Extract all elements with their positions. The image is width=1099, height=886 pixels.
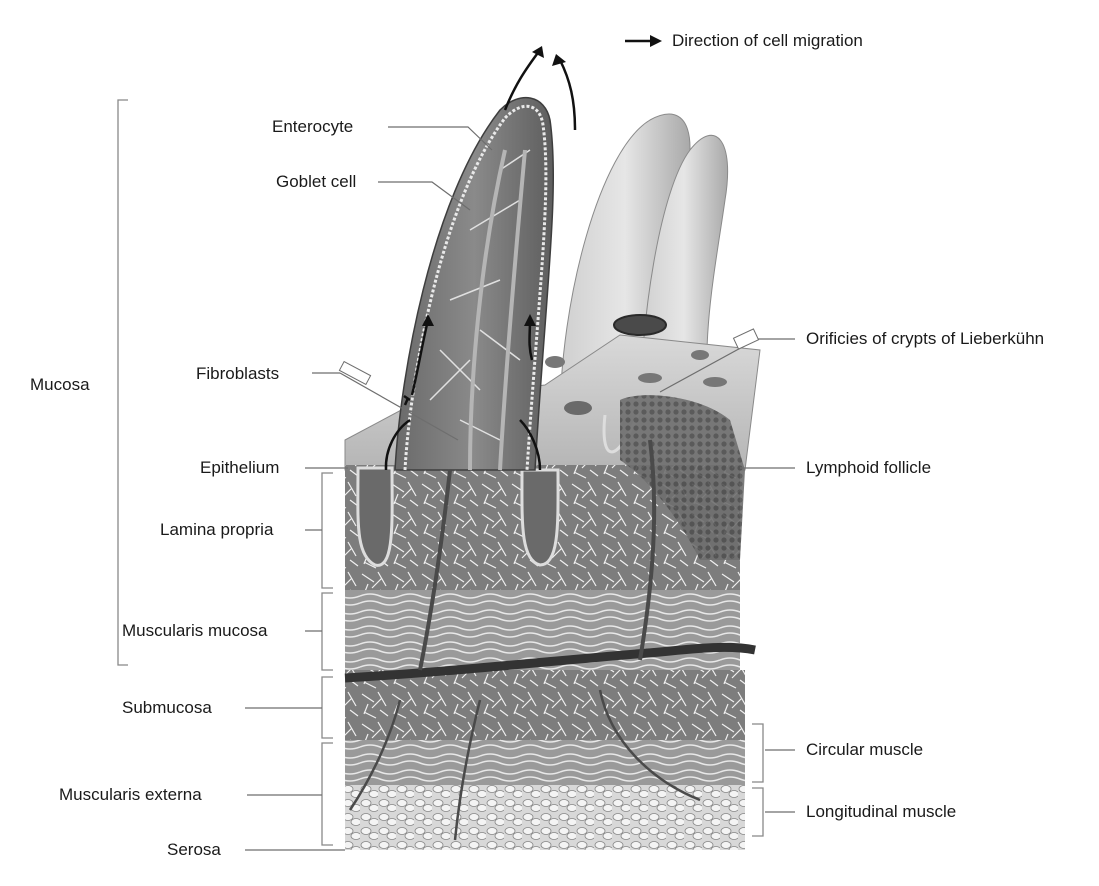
longitudinal-muscle-block	[345, 785, 745, 850]
crypt-orifice	[564, 401, 592, 415]
label-epithelium: Epithelium	[200, 458, 279, 478]
label-fibroblasts: Fibroblasts	[196, 364, 279, 384]
submucosa-block	[345, 670, 745, 740]
crypt-orifice	[614, 315, 666, 335]
crypt-pointer	[733, 329, 758, 349]
label-serosa: Serosa	[167, 840, 221, 860]
label-lymphoid-follicle: Lymphoid follicle	[806, 458, 931, 478]
label-muscularis-mucosa: Muscularis mucosa	[122, 621, 268, 641]
label-mucosa: Mucosa	[30, 375, 90, 395]
label-submucosa: Submucosa	[122, 698, 212, 718]
label-enterocyte: Enterocyte	[272, 117, 353, 137]
label-lamina-propria: Lamina propria	[160, 520, 273, 540]
label-circular-muscle: Circular muscle	[806, 740, 923, 760]
legend-label: Direction of cell migration	[672, 31, 863, 51]
label-orificies-crypts: Orificies of crypts of Lieberkühn	[806, 329, 1044, 349]
crypt-orifice	[691, 350, 709, 360]
label-longitudinal-muscle: Longitudinal muscle	[806, 802, 956, 822]
crypt-orifice	[638, 373, 662, 383]
crypt-orifice	[703, 377, 727, 387]
mucosa-bracket	[118, 100, 128, 665]
crypt-orifice	[545, 356, 565, 368]
label-goblet-cell: Goblet cell	[276, 172, 356, 192]
crypt	[358, 468, 392, 565]
layer-brackets	[322, 473, 333, 845]
crypt	[522, 470, 558, 565]
circular-muscle-block	[345, 740, 745, 785]
label-muscularis-externa: Muscularis externa	[59, 785, 202, 805]
legend-arrow-icon	[625, 35, 662, 47]
right-brackets	[752, 724, 763, 836]
